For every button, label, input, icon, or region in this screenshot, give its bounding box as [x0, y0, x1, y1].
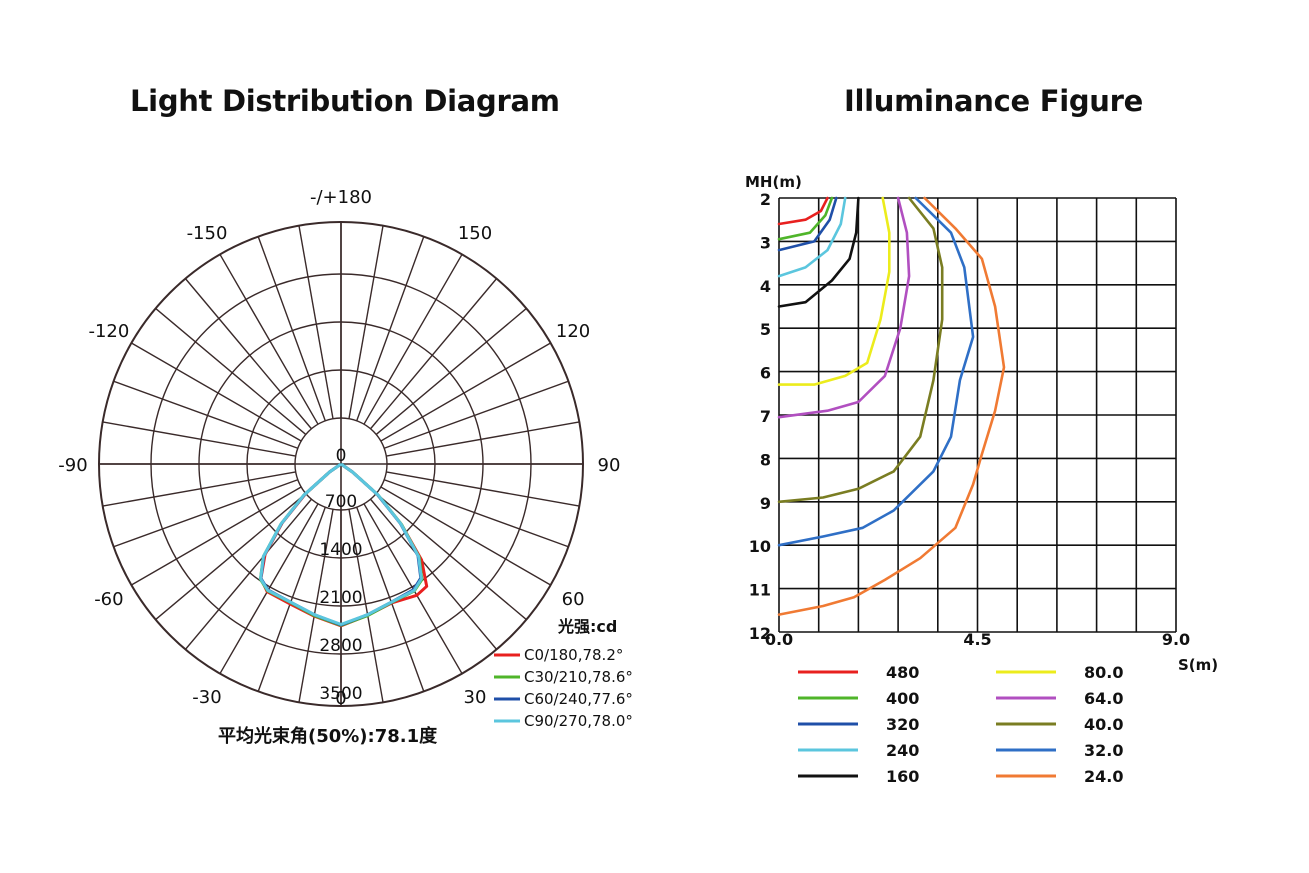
x-tick-label: 9.0 [1162, 630, 1190, 649]
illuminance-legend-label: 24.0 [1084, 767, 1123, 786]
isoline-480 [777, 196, 829, 226]
polar-spoke [386, 421, 580, 457]
y-tick-label: 10 [749, 537, 771, 556]
polar-angle-label: 0 [335, 688, 346, 709]
polar-spoke [102, 421, 296, 457]
polar-spoke [370, 278, 498, 430]
polar-radial-tick: 2100 [319, 588, 362, 608]
polar-spoke [383, 380, 569, 449]
isoline-40.0 [777, 196, 944, 504]
y-tick-label: 4 [760, 277, 771, 296]
polar-legend-label: C60/240,77.6° [524, 690, 633, 708]
polar-spoke [375, 307, 527, 435]
polar-angle-label: -30 [192, 687, 221, 708]
y-tick-label: 12 [749, 624, 771, 643]
illuminance-legend-label: 320 [886, 715, 919, 734]
polar-spoke [370, 498, 498, 650]
polar-spoke [348, 225, 384, 419]
polar-angle-label: 150 [458, 223, 492, 244]
isoline-320 [777, 196, 838, 252]
illuminance-legend-label: 40.0 [1084, 715, 1123, 734]
polar-spoke [348, 509, 384, 703]
x-tick-label: 4.5 [963, 630, 991, 649]
polar-spoke [298, 509, 334, 703]
illuminance-legend-label: 240 [886, 741, 919, 760]
polar-angle-label: 90 [598, 455, 621, 476]
polar-angle-label: -120 [88, 321, 129, 342]
polar-legend-title: 光强:cd [557, 617, 617, 636]
polar-spoke [219, 254, 319, 425]
polar-spoke [257, 506, 326, 692]
illuminance-title: Illuminance Figure [844, 84, 1144, 118]
polar-spoke [383, 479, 569, 548]
light-distribution-title: Light Distribution Diagram [130, 84, 560, 118]
polar-radial-tick: 1400 [319, 540, 362, 560]
y-tick-label: 8 [760, 450, 771, 469]
polar-radial-tick: 3500 [319, 684, 362, 704]
polar-spoke [184, 498, 312, 650]
polar-radial-tick: 2800 [319, 636, 362, 656]
illuminance-legend-label: 400 [886, 689, 919, 708]
polar-spoke [102, 471, 296, 507]
y-tick-label: 3 [760, 233, 771, 252]
polar-spoke [184, 278, 312, 430]
polar-angle-label: 120 [556, 321, 590, 342]
polar-spoke [298, 225, 334, 419]
illuminance-legend-label: 32.0 [1084, 741, 1123, 760]
polar-footer: 平均光束角(50%):78.1度 [218, 725, 438, 747]
illuminance-legend-label: 160 [886, 767, 919, 786]
illuminance-legend-label: 80.0 [1084, 663, 1123, 682]
polar-angle-label: -90 [58, 455, 87, 476]
polar-spoke [386, 471, 580, 507]
polar-angle-label: -150 [187, 223, 228, 244]
polar-spoke [155, 307, 307, 435]
polar-legend-label: C0/180,78.2° [524, 646, 623, 664]
polar-angle-label: 60 [562, 589, 585, 610]
polar-spoke [131, 486, 302, 586]
y-tick-label: 7 [760, 407, 771, 426]
illuminance-grid [778, 197, 1177, 633]
illuminance-legend-label: 64.0 [1084, 689, 1123, 708]
polar-series-line [259, 462, 423, 626]
polar-spoke [356, 506, 425, 692]
y-tick-label: 11 [749, 581, 771, 600]
x-tick-label: 0.0 [765, 630, 793, 649]
y-tick-label: 5 [760, 320, 771, 339]
polar-legend-label: C30/210,78.6° [524, 668, 633, 686]
isoline-64.0 [777, 196, 911, 419]
polar-angle-label: -60 [94, 589, 123, 610]
isoline-240 [777, 196, 847, 278]
isoline-400 [777, 196, 834, 241]
isoline-24.0 [777, 196, 1006, 616]
y-tick-label: 6 [760, 364, 771, 383]
polar-spoke [380, 342, 551, 442]
y-tick-label: 9 [760, 494, 771, 513]
polar-spoke [356, 236, 425, 422]
polar-radial-tick: 700 [325, 492, 357, 512]
y-tick-label: 2 [760, 190, 771, 209]
polar-spoke [375, 493, 527, 621]
polar-spoke [363, 254, 463, 425]
polar-spoke [380, 486, 551, 586]
polar-radial-tick: 0 [336, 446, 347, 466]
illuminance-legend-label: 480 [886, 663, 919, 682]
isoline-160 [777, 196, 860, 308]
polar-spoke [155, 493, 307, 621]
polar-spoke [131, 342, 302, 442]
isoline-32.0 [777, 196, 975, 547]
polar-legend-label: C90/270,78.0° [524, 712, 633, 730]
polar-spoke [113, 479, 299, 548]
polar-spoke [257, 236, 326, 422]
y-axis-label: MH(m) [745, 173, 802, 191]
x-axis-label: S(m) [1178, 656, 1218, 674]
polar-spoke [113, 380, 299, 449]
isoline-80.0 [777, 196, 891, 386]
polar-angle-label: -/+180 [310, 187, 372, 208]
polar-angle-label: 30 [464, 687, 487, 708]
